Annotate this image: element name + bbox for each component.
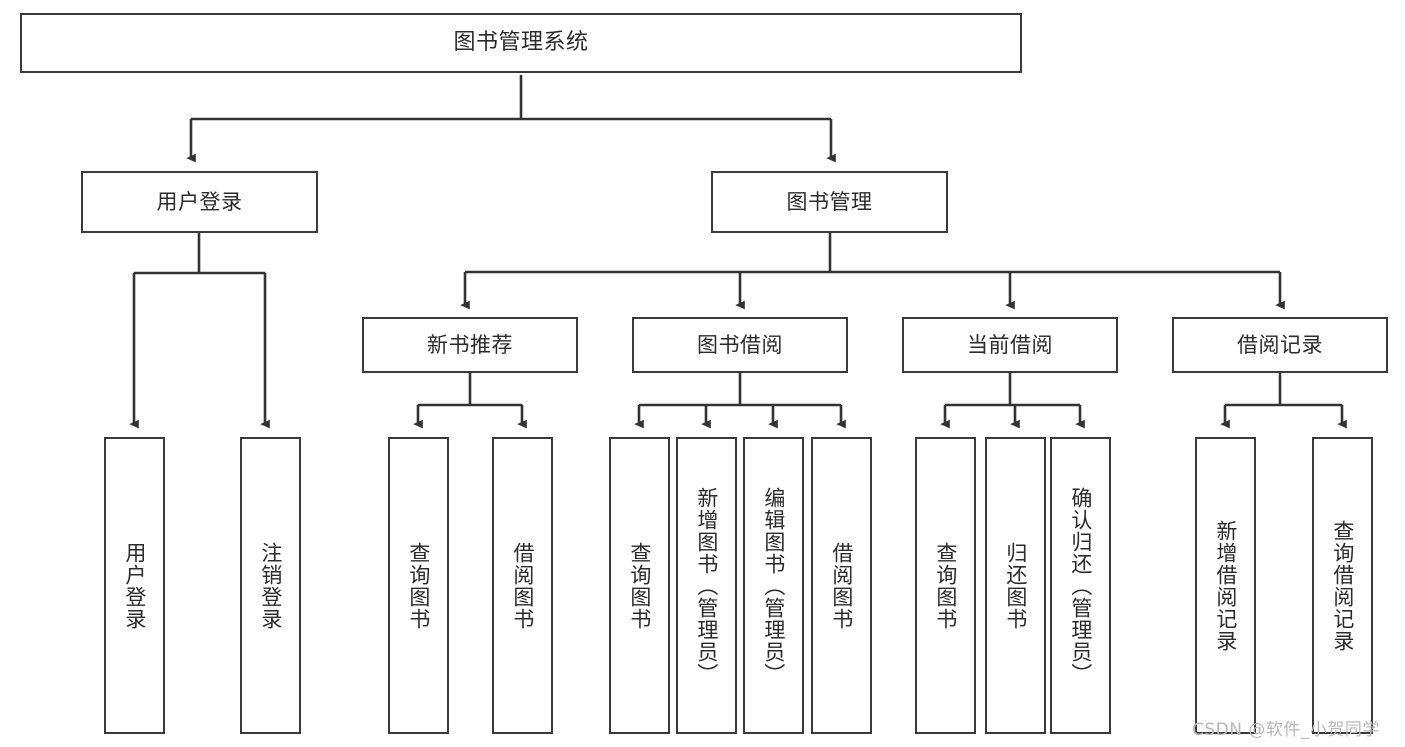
- leaf-add-book-admin[interactable]: 新增图书（管理员）: [676, 437, 737, 734]
- node-label: 查询图书: [933, 541, 958, 630]
- leaf-query-book-current[interactable]: 查询图书: [915, 437, 976, 734]
- leaf-borrow-book-borrow[interactable]: 借阅图书: [811, 437, 872, 734]
- node-label: 新书推荐: [427, 332, 513, 357]
- node-label: 编辑图书（管理员）: [761, 486, 786, 685]
- watermark: CSDN @软件_小贺同学: [1192, 720, 1380, 740]
- leaf-logout[interactable]: 注销登录: [240, 437, 301, 734]
- leaf-return-book[interactable]: 归还图书: [985, 437, 1046, 734]
- node-label: 图书管理: [786, 189, 873, 214]
- leaf-query-book-borrow[interactable]: 查询图书: [609, 437, 670, 734]
- leaf-confirm-return-admin[interactable]: 确认归还（管理员）: [1050, 437, 1111, 734]
- node-label: 查询图书: [406, 541, 431, 630]
- node-label: 图书借阅: [697, 332, 783, 357]
- node-label: 注销登录: [258, 541, 283, 630]
- node-label: 用户登录: [156, 189, 243, 214]
- leaf-add-borrow-record[interactable]: 新增借阅记录: [1195, 437, 1256, 734]
- node-current-borrow[interactable]: 当前借阅: [902, 317, 1118, 373]
- node-label: 新增图书（管理员）: [694, 486, 719, 685]
- node-book-borrow[interactable]: 图书借阅: [632, 317, 848, 373]
- node-label: 图书管理系统: [453, 30, 589, 56]
- leaf-edit-book-admin[interactable]: 编辑图书（管理员）: [743, 437, 804, 734]
- node-label: 借阅记录: [1237, 332, 1323, 357]
- leaf-query-book-new-recommend[interactable]: 查询图书: [388, 437, 449, 734]
- node-label: 查询图书: [627, 541, 652, 630]
- node-borrow-record[interactable]: 借阅记录: [1172, 317, 1388, 373]
- node-label: 借阅图书: [510, 541, 535, 630]
- node-label: 查询借阅记录: [1330, 519, 1355, 652]
- leaf-borrow-book-new-recommend[interactable]: 借阅图书: [492, 437, 553, 734]
- leaf-user-login[interactable]: 用户登录: [104, 437, 165, 734]
- node-label: 归还图书: [1003, 541, 1028, 630]
- node-root-book-management-system[interactable]: 图书管理系统: [20, 13, 1022, 73]
- node-label: 借阅图书: [829, 541, 854, 630]
- node-book-management[interactable]: 图书管理: [711, 171, 948, 233]
- node-new-book-recommend[interactable]: 新书推荐: [362, 317, 578, 373]
- node-label: 当前借阅: [967, 332, 1053, 357]
- node-user-login[interactable]: 用户登录: [81, 171, 318, 233]
- node-label: 用户登录: [122, 541, 147, 630]
- leaf-query-borrow-record[interactable]: 查询借阅记录: [1312, 437, 1373, 734]
- node-label: 确认归还（管理员）: [1068, 486, 1093, 685]
- node-label: 新增借阅记录: [1213, 519, 1238, 652]
